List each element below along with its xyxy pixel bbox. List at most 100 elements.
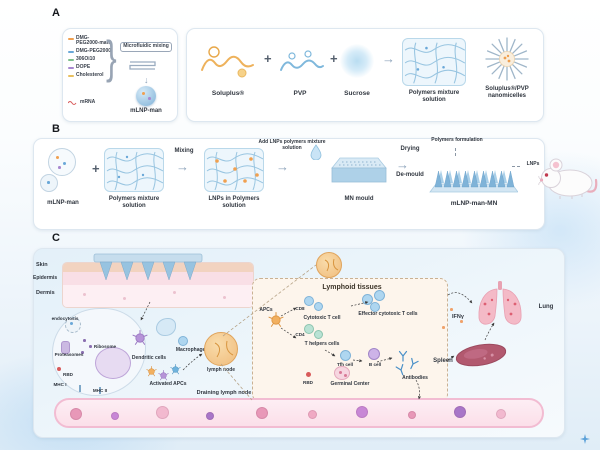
mrna-squiggle-icon [68, 101, 77, 105]
apcs-label: APCs [259, 307, 273, 313]
lnps-in-polymers-label: LNPs in Polymers solution [208, 196, 260, 209]
lipid-item: 306Oi10 [68, 56, 112, 62]
connector-arrows-overlay [140, 264, 495, 401]
draining-lymph-node-label: Draining lymph node [196, 390, 252, 396]
mlnp-man-label: mLNP-man [130, 108, 162, 114]
polymers-formulation-label: Polymers formulation [431, 137, 483, 143]
immune-cell-icon [178, 336, 188, 346]
panel-a-label: A [52, 7, 60, 19]
lipid-color-icon [68, 50, 74, 53]
dermis-layer [63, 285, 253, 307]
lymphoid-tissues-box [252, 278, 448, 402]
lipid-item-label: 306Oi10 [76, 56, 96, 62]
polymers-mixture-label-b: Polymers mixture solution [108, 196, 160, 209]
mlnp-vesicle-large [48, 148, 76, 176]
activated-apc-icon [158, 370, 169, 381]
dermis-label: Dermis [36, 290, 55, 296]
inserted-microneedles-icon [93, 253, 203, 281]
mrna-label: mRNA [80, 99, 96, 106]
endocytosis-label: endocytosis [51, 316, 79, 321]
rbd-label: RBD [63, 372, 73, 377]
lymph-node-label: lymph node [206, 367, 236, 373]
activated-apcs-label: Activated APCs [149, 381, 187, 387]
lnps-in-polymers-box [204, 148, 264, 192]
b-cell-label: B cell [368, 362, 382, 367]
lnp-dot [142, 92, 145, 95]
flow-arrow-icon: → [176, 159, 189, 174]
blood-cell [356, 406, 368, 418]
apc-cell-icon [268, 312, 284, 327]
polymer-mesh-pattern [106, 151, 163, 191]
cytokine-dot [460, 320, 463, 323]
lipid-color-icon [68, 74, 74, 77]
lipid-item-label: Cholesterol [76, 72, 104, 78]
mrna-item: mRNA [68, 100, 112, 106]
ribosome-dot [89, 345, 92, 348]
effector-t-cell-icon [362, 294, 373, 305]
skin-cell-dot [83, 293, 86, 296]
endosome-icon [65, 317, 81, 333]
lnp-dot [47, 181, 50, 184]
mn-mould-icon [331, 157, 387, 183]
endosome-cargo-dot [70, 322, 73, 325]
mhc1-label: MHC I [53, 382, 67, 387]
helper-t-cell-icon [304, 324, 314, 334]
blood-cell [408, 411, 416, 419]
mhc1-receptor-icon [79, 385, 81, 392]
rbd-protein-dot [57, 367, 61, 371]
polymers-mixture-box [402, 38, 466, 86]
lnp-dot [148, 97, 151, 100]
cytokine-dot [450, 308, 453, 311]
pvp-polymer-icon [280, 50, 324, 71]
droplet-icon [310, 144, 322, 160]
lipid-color-icon [68, 66, 74, 69]
ribosome-dot [83, 339, 86, 342]
mlnp-man-mn-label: mLNP-man-MN [450, 200, 498, 207]
tfh-cell-icon [340, 350, 351, 361]
antibody-icon [395, 363, 404, 376]
mlnp-man-particle [136, 86, 156, 106]
antibody-icon [410, 357, 419, 370]
helper-t-cell-icon [314, 330, 323, 339]
spleen-label: Spleen [433, 358, 453, 364]
blood-cell [496, 409, 506, 419]
cd8-label: CD8 [295, 306, 305, 311]
plus-icon: + [92, 161, 100, 176]
mouse-icon [538, 158, 598, 199]
cytotoxic-t-cell-label: Cytotoxic T cell [303, 315, 341, 321]
plus-icon: + [264, 51, 272, 66]
effector-cytotoxic-label: Effector cytotoxic T cells [358, 311, 418, 317]
nanomicelles-label: Soluplus®/PVP nanomicelles [485, 86, 529, 99]
lymph-node-icon [204, 332, 238, 366]
mhc2-receptor-icon [99, 387, 101, 394]
skin-cell-dot [123, 297, 126, 300]
dendritic-cells-label: Dendritic cells [131, 355, 167, 361]
cytotoxic-t-cell-icon [304, 296, 314, 306]
pvp-label: PVP [293, 90, 307, 97]
lymphoid-tissue-icon [316, 252, 342, 278]
proteasomes-label: Proteasomes [54, 352, 84, 357]
effector-t-cell-icon [370, 302, 380, 312]
cytotoxic-t-cell-icon [314, 302, 323, 311]
activated-apc-icon [146, 366, 157, 377]
microfluidic-chip-icon [129, 61, 156, 70]
microneedle-array-icon [429, 170, 518, 193]
lymphoid-tissues-title: Lymphoid tissues [322, 284, 382, 291]
ribosome-dot [81, 351, 84, 354]
lung-label: Lung [538, 304, 554, 310]
lipid-item: Cholesterol [68, 72, 112, 78]
lnp-dot [56, 156, 59, 159]
germinal-cell-dot [339, 371, 342, 374]
lnp-dot [63, 162, 66, 165]
soluplus-polymer-icon [201, 46, 254, 78]
nanomicelle-icon [485, 37, 529, 81]
epidermis-label: Epidermis [33, 275, 58, 281]
polymer-mesh-pattern [404, 42, 465, 84]
b-cell-icon [368, 348, 380, 360]
flow-arrow-icon: → [276, 159, 289, 174]
lipid-item-label: DMG-PEG2000 [76, 48, 112, 54]
lipid-color-icon [68, 58, 74, 61]
mixing-step-label: Mixing [174, 148, 194, 154]
skin-cell-dot [173, 291, 176, 294]
